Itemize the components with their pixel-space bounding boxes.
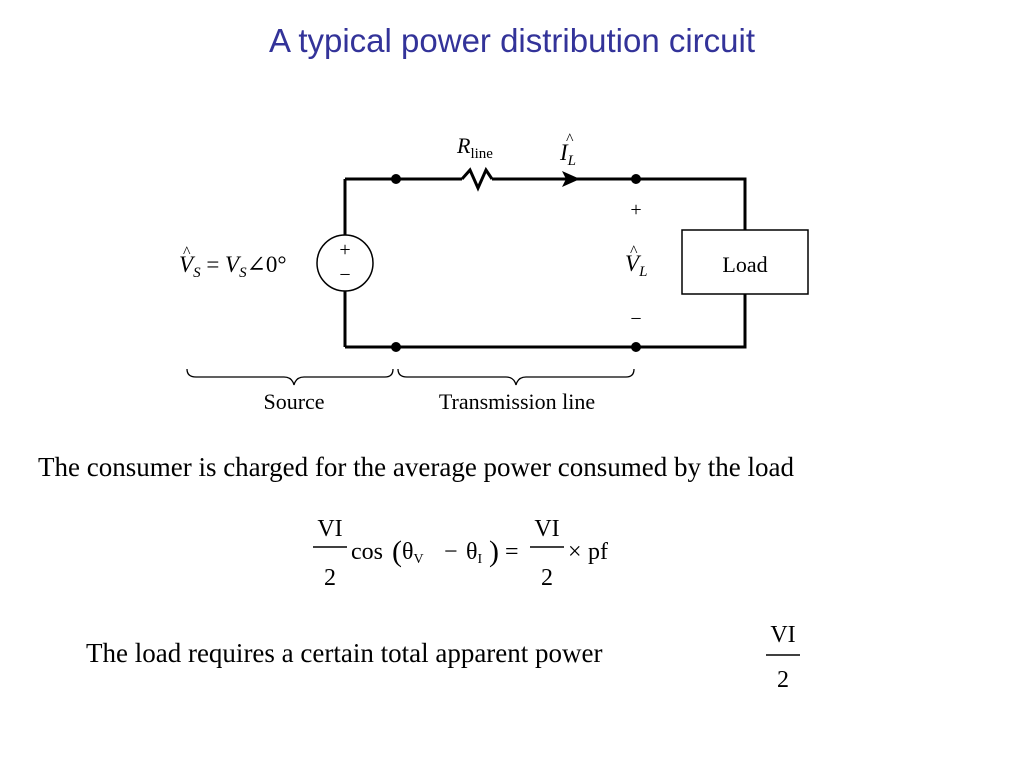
source-brace (186, 368, 394, 386)
current-hat-icon: ^ (566, 131, 574, 148)
load-box (681, 229, 809, 295)
resistor-label: Rline (456, 133, 493, 162)
formula-times: × (568, 539, 582, 565)
load-voltage-hat-icon: ^ (630, 243, 638, 260)
average-power-statement: The consumer is charged for the average … (38, 452, 794, 482)
junction-dot (631, 342, 641, 352)
source-brace-label: Source (263, 389, 324, 414)
apparent-power-denominator: 2 (777, 667, 789, 693)
formula-theta-v-symbol: θ (402, 539, 414, 565)
top-wire-right (492, 177, 747, 230)
transmission-brace-label: Transmission line (439, 389, 595, 414)
load-box-label: Load (722, 252, 767, 277)
formula-denominator-left: 2 (324, 565, 336, 591)
apparent-power-numerator: VI (770, 622, 795, 648)
junction-dot (391, 342, 401, 352)
current-label: IL (559, 140, 576, 169)
formula-pf: pf (588, 539, 608, 565)
source-label: VS = VS∠0° (179, 252, 287, 281)
page-title: A typical power distribution circuit (268, 22, 756, 59)
circuit-diagram: + − Load Rline ^ IL ^ VS = VS∠0° + ^ VL … (179, 131, 809, 414)
transmission-brace (397, 368, 635, 386)
resistor-symbol (460, 166, 494, 192)
source-label-sub2: S (239, 265, 247, 281)
resistor-label-main: R (456, 133, 471, 158)
load-minus-sign: − (630, 308, 641, 330)
formula-theta-i-symbol: θ (466, 539, 478, 565)
formula-theta-v-sub: V (414, 552, 424, 567)
current-arrow-icon (562, 171, 580, 187)
formula-minus: − (444, 539, 458, 565)
load-voltage-sub: L (638, 264, 647, 280)
source-label-v2: V (225, 252, 242, 277)
load-voltage-main: V (625, 251, 642, 276)
source-label-eq: = (201, 252, 225, 277)
junction-dot (631, 174, 641, 184)
formula-denominator-right: 2 (541, 565, 553, 591)
source-plus-sign: + (339, 239, 350, 261)
source-label-sub1: S (193, 265, 201, 281)
formula-equals: = (505, 539, 519, 565)
formula-paren-close: ) (489, 535, 499, 568)
source-label-v1: V (179, 252, 196, 277)
formula-theta-v: θV (402, 539, 424, 567)
formula-theta-i-sub: I (478, 552, 483, 567)
source-hat-icon: ^ (183, 244, 191, 261)
voltage-source-icon (316, 234, 374, 292)
load-voltage-label: VL (625, 251, 647, 280)
formula-theta-i: θI (466, 539, 483, 567)
formula-numerator-right: VI (534, 516, 559, 542)
bottom-wire (345, 294, 747, 349)
load-plus-sign: + (630, 199, 641, 221)
formula-cos: cos (351, 539, 383, 565)
source-minus-sign: − (339, 264, 350, 286)
formula-numerator-left: VI (317, 516, 342, 542)
resistor-label-sub: line (470, 146, 493, 162)
current-label-sub: L (567, 153, 576, 169)
current-label-main: I (559, 140, 569, 165)
formula-paren-open: ( (392, 535, 402, 568)
source-label-angle: ∠0° (247, 252, 287, 277)
apparent-power-statement: The load requires a certain total appare… (86, 638, 603, 668)
junction-dot (391, 174, 401, 184)
